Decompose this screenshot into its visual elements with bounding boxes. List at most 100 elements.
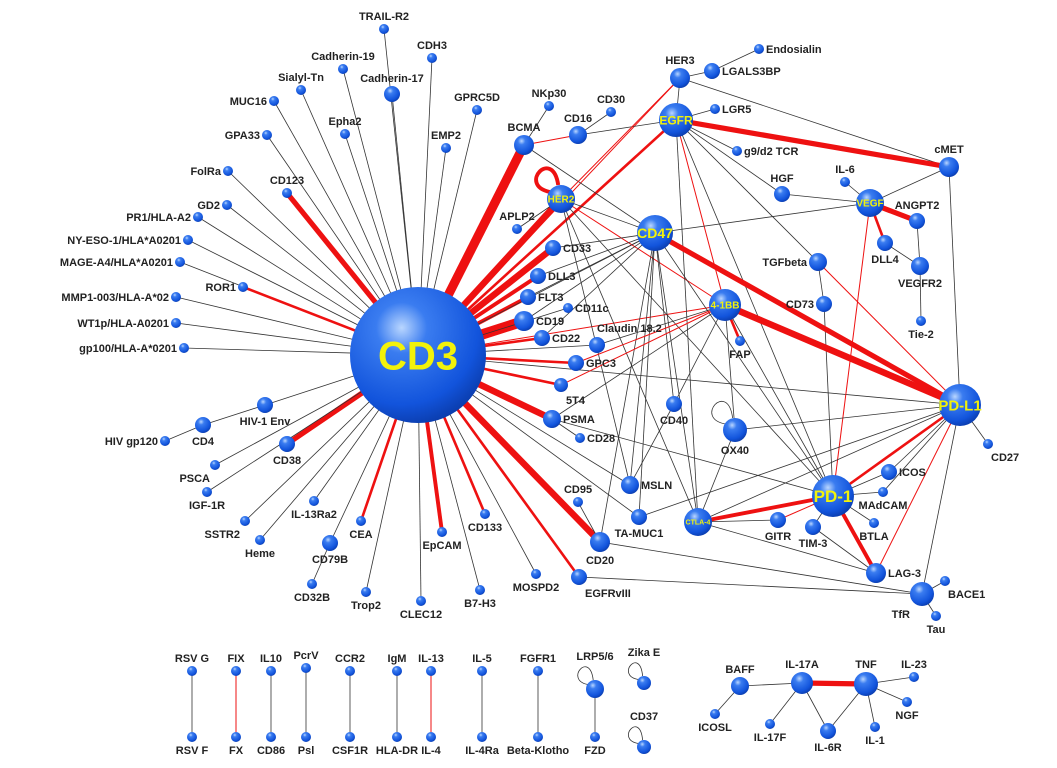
node-epha2[interactable] [340,129,350,139]
node-tau[interactable] [931,611,941,621]
node-gpa33[interactable] [262,130,272,140]
node-hiv-gp120[interactable] [160,436,170,446]
node-pd-l1[interactable] [939,384,981,426]
node-endosialin[interactable] [754,44,764,54]
node-ta-muc1[interactable] [631,509,647,525]
node-ctla-4[interactable] [684,508,712,536]
node-cadherin-17[interactable] [384,86,400,102]
node-gp100-hla-a-0201[interactable] [179,343,189,353]
node-il-4[interactable] [426,732,436,742]
node-cdh3[interactable] [427,53,437,63]
node-il10[interactable] [266,666,276,676]
node-pcrv[interactable] [301,663,311,673]
node-ror1[interactable] [238,282,248,292]
node-sialyl-tn[interactable] [296,85,306,95]
node-5t4[interactable] [554,378,568,392]
node-cd20[interactable] [590,532,610,552]
node-gpc3[interactable] [568,355,584,371]
node-lgr5[interactable] [710,104,720,114]
node-cd28[interactable] [575,433,585,443]
node-cd123[interactable] [282,188,292,198]
node-cd30[interactable] [606,107,616,117]
node-igm[interactable] [392,666,402,676]
node-cd16[interactable] [569,126,587,144]
node-aplp2[interactable] [512,224,522,234]
node-pr1-hla-a2[interactable] [193,212,203,222]
node-fix[interactable] [231,666,241,676]
node-bace1[interactable] [940,576,950,586]
node-cd79b[interactable] [322,535,338,551]
node-ccr2[interactable] [345,666,355,676]
node-mospd2[interactable] [531,569,541,579]
node-btla[interactable] [869,518,879,528]
node-fzd[interactable] [590,732,600,742]
node-cea[interactable] [356,516,366,526]
node-cd27[interactable] [983,439,993,449]
node-zika-e[interactable] [637,676,651,690]
node-bcma[interactable] [514,135,534,155]
node-cd86[interactable] [266,732,276,742]
node-4-1bb[interactable] [709,289,741,321]
node-dll4[interactable] [877,235,893,251]
node-angpt2[interactable] [909,213,925,229]
node-rsv-g[interactable] [187,666,197,676]
node-folra[interactable] [223,166,233,176]
node-mmp1-003-hla-a-02[interactable] [171,292,181,302]
node-egfrviii[interactable] [571,569,587,585]
node-egfr[interactable] [659,103,693,137]
node-msln[interactable] [621,476,639,494]
node-psl[interactable] [301,732,311,742]
node-tie-2[interactable] [916,316,926,326]
node-fap[interactable] [735,336,745,346]
node-igf-1r[interactable] [202,487,212,497]
node-icosl[interactable] [710,709,720,719]
node-il-13ra2[interactable] [309,496,319,506]
node-il-6[interactable] [840,177,850,187]
node-cd40[interactable] [666,396,682,412]
node-cd95[interactable] [573,497,583,507]
node-il-17a[interactable] [791,672,813,694]
node-her3[interactable] [670,68,690,88]
node-baff[interactable] [731,677,749,695]
node-cd11c[interactable] [563,303,573,313]
node-cd47[interactable] [637,215,673,251]
node-tnf[interactable] [854,672,878,696]
node-ox40[interactable] [723,418,747,442]
node-cd33[interactable] [545,240,561,256]
node-b7-h3[interactable] [475,585,485,595]
node-nkp30[interactable] [544,101,554,111]
node-tfr[interactable] [910,582,934,606]
node-cd37[interactable] [637,740,651,754]
node-il-4ra[interactable] [477,732,487,742]
node-claudin-18-2[interactable] [589,337,605,353]
node-pd-1[interactable] [812,475,854,517]
node-hiv-1-env[interactable] [257,397,273,413]
node-il-13[interactable] [426,666,436,676]
node-tim-3[interactable] [805,519,821,535]
node-cd133[interactable] [480,509,490,519]
node-psma[interactable] [543,410,561,428]
node-gd2[interactable] [222,200,232,210]
node-trail-r2[interactable] [379,24,389,34]
node-flt3[interactable] [520,289,536,305]
node-vegfr2[interactable] [911,257,929,275]
node-sstr2[interactable] [240,516,250,526]
node-ngf[interactable] [902,697,912,707]
node-cd19[interactable] [514,311,534,331]
node-il-17f[interactable] [765,719,775,729]
node-cd22[interactable] [534,330,550,346]
node-lgals3bp[interactable] [704,63,720,79]
node-il-6r[interactable] [820,723,836,739]
node-tgfbeta[interactable] [809,253,827,271]
node-muc16[interactable] [269,96,279,106]
node-cd32b[interactable] [307,579,317,589]
node-psca[interactable] [210,460,220,470]
node-heme[interactable] [255,535,265,545]
node-cd4[interactable] [195,417,211,433]
node-lag-3[interactable] [866,563,886,583]
node-cd3[interactable] [350,287,486,423]
node-beta-klotho[interactable] [533,732,543,742]
node-madcam[interactable] [878,487,888,497]
node-dll3[interactable] [530,268,546,284]
node-fgfr1[interactable] [533,666,543,676]
